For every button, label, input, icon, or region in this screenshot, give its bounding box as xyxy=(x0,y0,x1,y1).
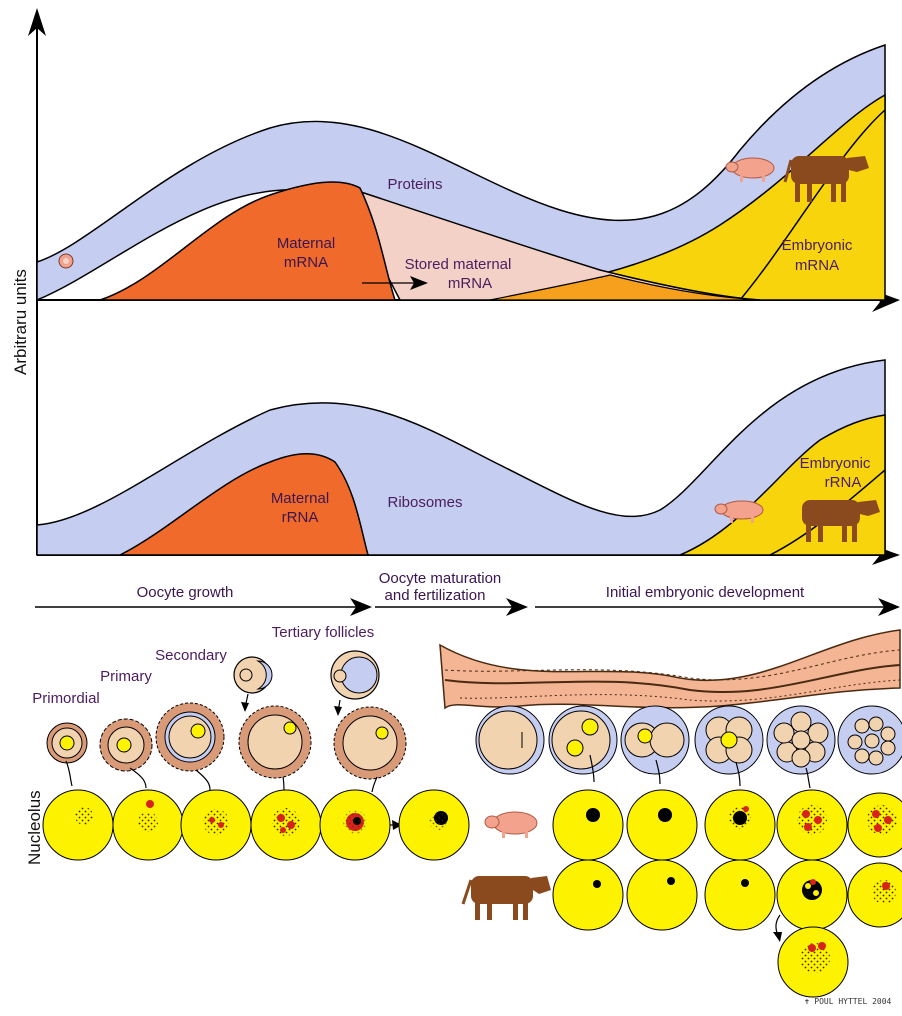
nucleolus-label: Nucleolus xyxy=(25,790,44,865)
embryonic-rrna-label-2: rRNA xyxy=(825,474,862,491)
signature: ✝ POUL HYTTEL 2004 xyxy=(805,997,892,1006)
label-primary: Primary xyxy=(100,668,152,685)
phase-maturation-2: and fertilization xyxy=(385,587,486,604)
stored-mrna-label-2: mRNA xyxy=(448,275,492,292)
nucleolus-icon xyxy=(553,860,623,930)
nucleolus-icon xyxy=(778,927,848,997)
follicle-tertiary-1 xyxy=(239,706,311,778)
maternal-mrna-label-2: mRNA xyxy=(284,254,328,271)
maternal-rrna-label-1: Maternal xyxy=(271,490,329,507)
embryo-icon xyxy=(549,706,617,774)
tertiary-small-follicle xyxy=(331,651,379,699)
nucleolus-icon xyxy=(777,860,847,930)
nucleus-row-cow xyxy=(553,860,902,997)
embryo-row xyxy=(476,706,902,774)
embryo-icon xyxy=(767,706,835,774)
secondary-small-follicle xyxy=(234,657,272,693)
nucleolus-icon xyxy=(43,790,113,860)
nucleolus-icon xyxy=(553,790,623,860)
follicle-primary xyxy=(100,719,152,771)
small-oocyte-icon xyxy=(59,254,73,268)
label-primordial: Primordial xyxy=(32,690,100,707)
nucleus-row-oocyte xyxy=(43,790,469,860)
nucleolus-icon xyxy=(627,860,697,930)
nucleolus-icon xyxy=(399,790,469,860)
cow-icon xyxy=(463,876,551,920)
embryonic-mrna-label-2: mRNA xyxy=(795,257,839,274)
nucleolus-icon xyxy=(251,790,321,860)
embryo-icon xyxy=(838,706,902,774)
nucleus-row-pig xyxy=(553,790,902,860)
embryo-icon xyxy=(695,706,763,774)
embryonic-mrna-label-1: Embryonic xyxy=(782,237,853,254)
phase-embryonic-development: Initial embryonic development xyxy=(606,584,805,601)
nucleolus-icon xyxy=(627,790,697,860)
nucleolus-icon xyxy=(848,793,902,857)
pig-icon xyxy=(485,812,537,838)
label-tertiary-follicles: Tertiary follicles xyxy=(272,624,375,641)
follicle-primordial xyxy=(47,723,87,763)
embryonic-rrna-label-1: Embryonic xyxy=(800,455,871,472)
nucleolus-icon xyxy=(705,790,775,860)
maternal-mrna-label-1: Maternal xyxy=(277,235,335,252)
nucleolus-icon xyxy=(848,863,902,927)
follicle-tertiary-2 xyxy=(334,707,406,779)
nucleolus-icon xyxy=(181,790,251,860)
nucleolus-icon xyxy=(705,860,775,930)
stored-mrna-label-1: Stored maternal xyxy=(405,256,512,273)
embryo-icon xyxy=(476,706,544,774)
y-axis-label: Arbitraru units xyxy=(11,269,30,375)
label-secondary: Secondary xyxy=(155,647,227,664)
maternal-rrna-label-2: rRNA xyxy=(282,509,319,526)
proteins-label: Proteins xyxy=(387,176,442,193)
nucleolus-icon xyxy=(320,790,390,860)
phase-arrows: Oocyte growth Oocyte maturation and fert… xyxy=(35,570,900,616)
nucleolus-icon xyxy=(777,790,847,860)
uterus-wall-icon xyxy=(440,630,900,708)
nucleolus-icon xyxy=(113,790,183,860)
embryo-icon xyxy=(621,706,689,774)
follicle-secondary xyxy=(156,703,224,771)
phase-oocyte-growth: Oocyte growth xyxy=(137,584,234,601)
bottom-panel: Maternal rRNA Ribosomes Embryonic rRNA xyxy=(37,360,885,555)
ribosomes-label: Ribosomes xyxy=(387,494,462,511)
phase-maturation-1: Oocyte maturation xyxy=(379,570,502,587)
